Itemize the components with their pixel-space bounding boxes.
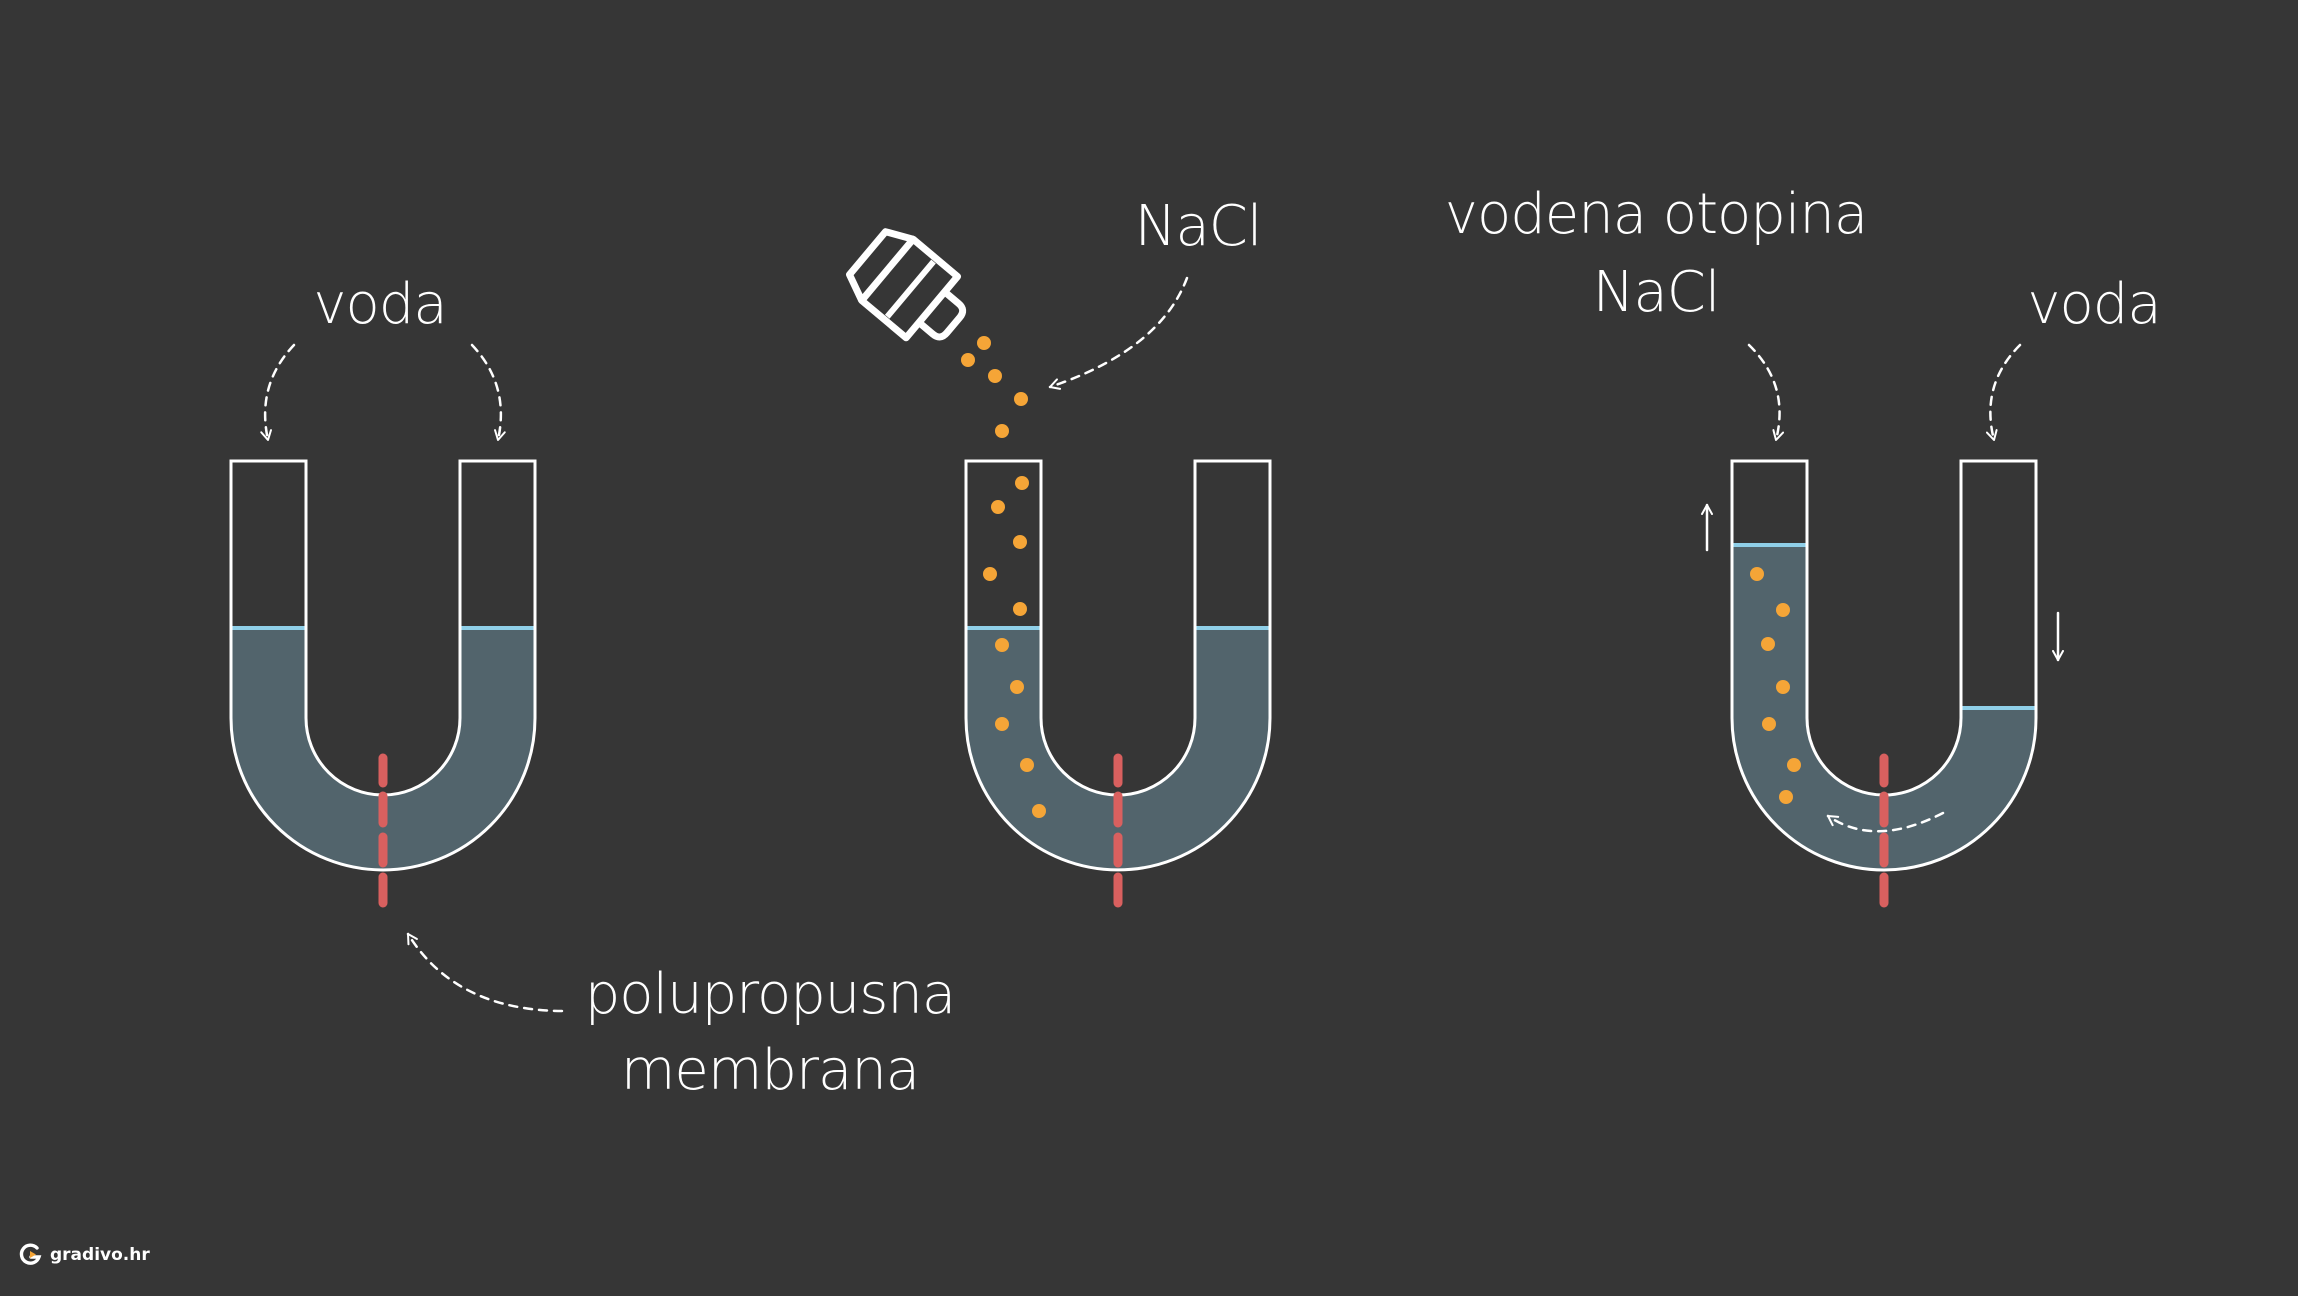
arrow-voda-to-right-tube [470, 343, 506, 442]
shaker-cap [916, 289, 967, 341]
label-membrana-line2: membrana [620, 1038, 920, 1103]
salt-particle [991, 500, 1005, 514]
arrow-voda-to-tube-right [1985, 343, 2022, 442]
arrow-membrana [406, 932, 564, 1013]
tube-outline [964, 459, 1272, 872]
salt-particle [961, 353, 975, 367]
label-otopina-line1: vodena otopina [1444, 182, 1868, 247]
salt-particle [1762, 717, 1776, 731]
arrow-nacl-to-particles [1048, 276, 1189, 390]
salt-particle [1761, 637, 1775, 651]
salt-particle [1010, 680, 1024, 694]
salt-particle [1750, 567, 1764, 581]
water-fill [231, 628, 535, 870]
salt-particle [995, 424, 1009, 438]
tube-outline [1730, 459, 2038, 872]
arrow-otopina-to-tube [1747, 343, 1785, 442]
brand-name: gradivo.hr [50, 1245, 150, 1265]
salt-particle [1776, 680, 1790, 694]
water-fill [1732, 545, 2036, 870]
arrow-water-flow [1826, 811, 1945, 833]
u-tube-3 [1730, 459, 2038, 908]
label-membrana-line1: polupropusna [584, 962, 956, 1027]
salt-particle [1015, 476, 1029, 490]
label-nacl: NaCl [1134, 194, 1263, 259]
tube-outline [229, 459, 537, 872]
salt-particle [1779, 790, 1793, 804]
salt-particle [1032, 804, 1046, 818]
salt-particle [988, 369, 1002, 383]
salt-shaker-icon [846, 228, 967, 342]
salt-particle [1787, 758, 1801, 772]
gradivo-logo-icon [19, 1243, 42, 1265]
salt-particle [1020, 758, 1034, 772]
u-tube-1 [229, 459, 537, 908]
salt-particle [1013, 602, 1027, 616]
label-voda-left: voda [313, 272, 447, 337]
shaker-band [884, 259, 936, 319]
salt-particle [983, 567, 997, 581]
salt-particle [1776, 603, 1790, 617]
label-voda-right: voda [2027, 272, 2161, 337]
brand[interactable]: gradivo.hr [18, 1242, 150, 1268]
u-tube-2 [964, 459, 1272, 908]
salt-particle [1013, 535, 1027, 549]
salt-particle [995, 717, 1009, 731]
arrow-voda-to-left-tube [260, 343, 296, 442]
salt-particle [1014, 392, 1028, 406]
shaker-shoulder [846, 228, 915, 302]
salt-particle [977, 336, 991, 350]
salt-particle [995, 638, 1009, 652]
label-otopina-line2: NaCl [1592, 260, 1721, 325]
shaker-body [858, 235, 962, 342]
